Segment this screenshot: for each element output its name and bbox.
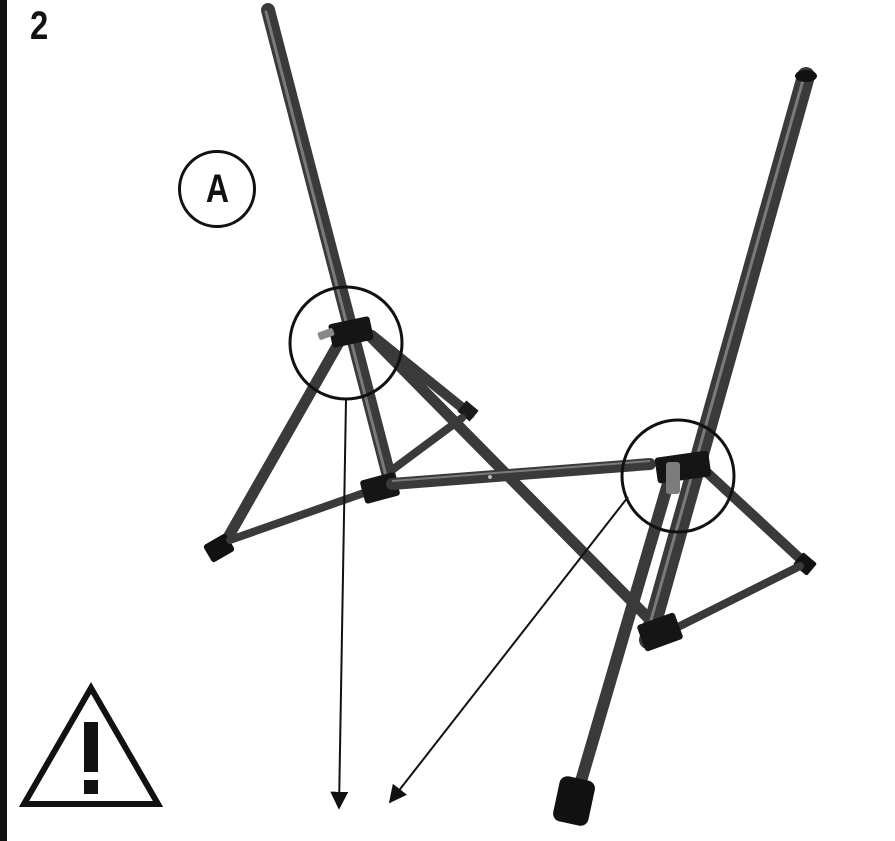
callout-a-circle: A <box>178 150 256 228</box>
pointer-arrow-right <box>388 496 629 804</box>
pointer-arrow-left <box>330 399 349 810</box>
detail-circle-right-hub <box>620 418 736 534</box>
warning-triangle-icon <box>18 682 164 807</box>
left-margin-rule <box>0 0 7 841</box>
callout-a-label: A <box>205 166 229 211</box>
left-stand <box>203 3 666 636</box>
right-stand <box>553 67 817 826</box>
step-number: 2 <box>30 4 49 48</box>
cross-bar <box>386 458 656 490</box>
detail-circle-left-hub <box>288 285 404 401</box>
